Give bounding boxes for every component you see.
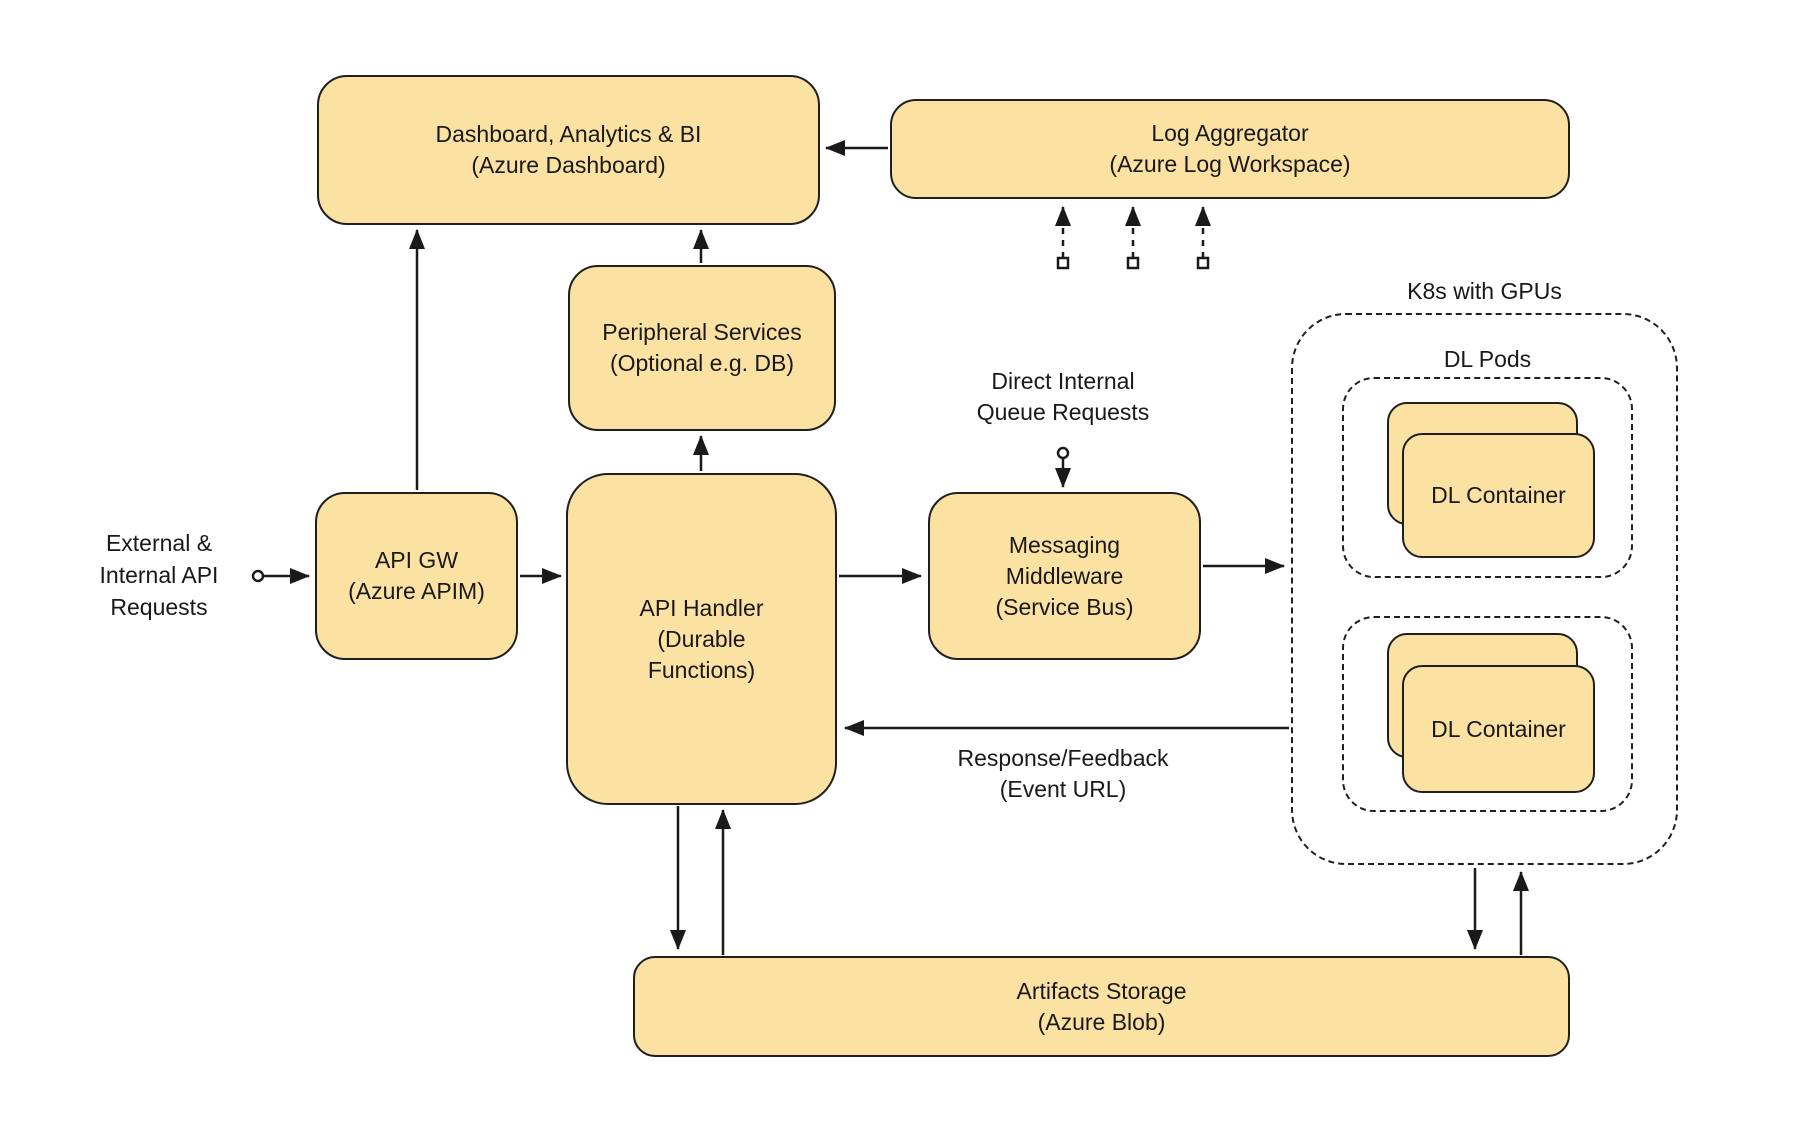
direct-queue-requests-label: Direct Internal Queue Requests [943,366,1183,428]
node-sublabel: (Azure Blob) [1037,1008,1166,1035]
label-line: (Event URL) [999,776,1127,802]
node-label: Log Aggregator [1151,120,1309,146]
node-label: Dashboard, Analytics & BI [435,121,702,147]
edge-directqueue-to-messaging [1055,446,1071,488]
dl-pod-bottom-boundary [1342,616,1633,812]
node-dashboard-analytics-bi: Dashboard, Analytics & BI (Azure Dashboa… [317,75,820,225]
edge-log-feed-1 [1055,206,1071,270]
node-label: Messaging [1008,531,1121,558]
node-sublabel: (Azure Log Workspace) [1109,151,1351,177]
node-peripheral-services: Peripheral Services (Optional e.g. DB) [568,265,836,431]
node-label: DL Container [1431,482,1566,508]
edge-log-feed-2 [1125,206,1141,270]
node-sublabel: (Service Bus) [995,593,1134,620]
node-label: API GW [374,547,459,573]
node-dl-container-bottom: DL Container [1402,665,1595,793]
k8s-cluster-boundary [1291,313,1678,865]
dl-pod-top-boundary [1342,377,1633,578]
node-label: DL Container [1431,715,1566,742]
dl-pods-label: DL Pods [1443,346,1532,372]
node-sublabel: (Optional e.g. DB) [609,350,795,376]
external-requests-label: External & Internal API Requests [49,527,269,623]
label-line: Queue Requests [976,399,1150,425]
node-messaging-middleware: Messaging Middleware (Service Bus) [928,492,1201,660]
k8s-cluster-label: K8s with GPUs [1407,278,1562,304]
node-sublabel: (Azure APIM) [348,578,485,604]
node-api-gateway: API GW (Azure APIM) [315,492,518,660]
node-label: Peripheral Services [602,319,802,345]
node-api-handler: API Handler (Durable Functions) [566,473,837,805]
node-sublabel: (Durable [657,625,746,652]
node-sublabel: Middleware [1005,562,1124,589]
node-log-aggregator: Log Aggregator (Azure Log Workspace) [890,99,1570,199]
node-sublabel: (Azure Dashboard) [471,152,666,178]
response-feedback-label: Response/Feedback (Event URL) [900,743,1226,805]
label-line: Direct Internal [991,368,1135,394]
label-line: Requests [110,594,208,620]
label-line: Response/Feedback [957,745,1169,771]
node-dl-container-top: DL Container [1402,433,1595,558]
label-line: Internal API [99,562,219,588]
node-sublabel: Functions) [647,656,756,683]
node-label: API Handler [639,594,764,621]
edge-external-to-apigw [251,568,310,584]
label-line: External & [105,530,213,556]
edge-log-feed-3 [1195,206,1211,270]
node-artifacts-storage: Artifacts Storage (Azure Blob) [633,956,1570,1057]
node-label: Artifacts Storage [1016,977,1187,1004]
